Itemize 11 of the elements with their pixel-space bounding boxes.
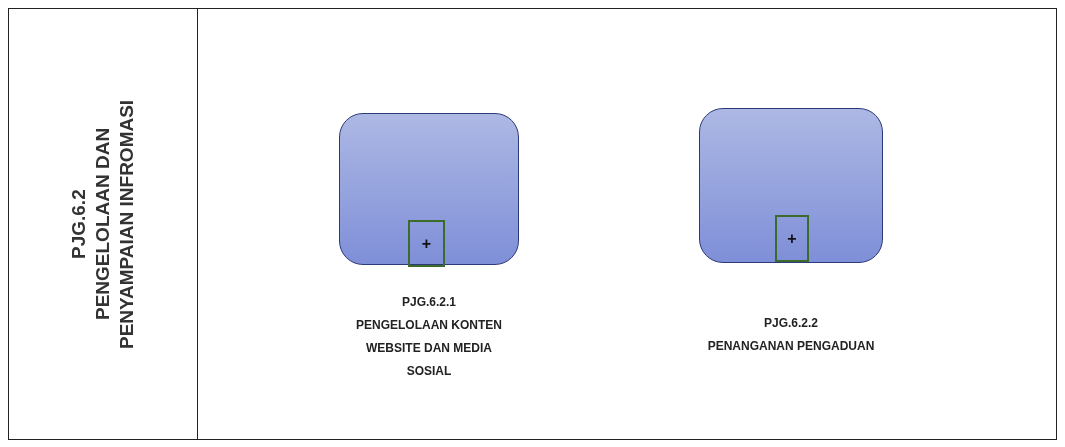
process-name: PENGELOLAAN KONTEN WEBSITE DAN MEDIA SOSIAL: [355, 317, 503, 380]
process-code: PJG.6.2.1: [400, 294, 457, 311]
subprocess-box: [339, 113, 519, 265]
collapsed-subprocess-marker: +: [775, 215, 809, 262]
lane-title: PENGELOLAAN DAN PENYAMPAIAN INFROMASI: [91, 98, 138, 351]
swimlane-pool: [8, 8, 1057, 440]
subprocess-box: [699, 108, 883, 263]
process-name: PENANGANAN PENGADUAN: [706, 338, 876, 355]
collapsed-subprocess-marker: +: [408, 220, 445, 267]
process-code: PJG.6.2.2: [762, 315, 819, 332]
lane-code: PJG.6.2: [67, 189, 90, 259]
